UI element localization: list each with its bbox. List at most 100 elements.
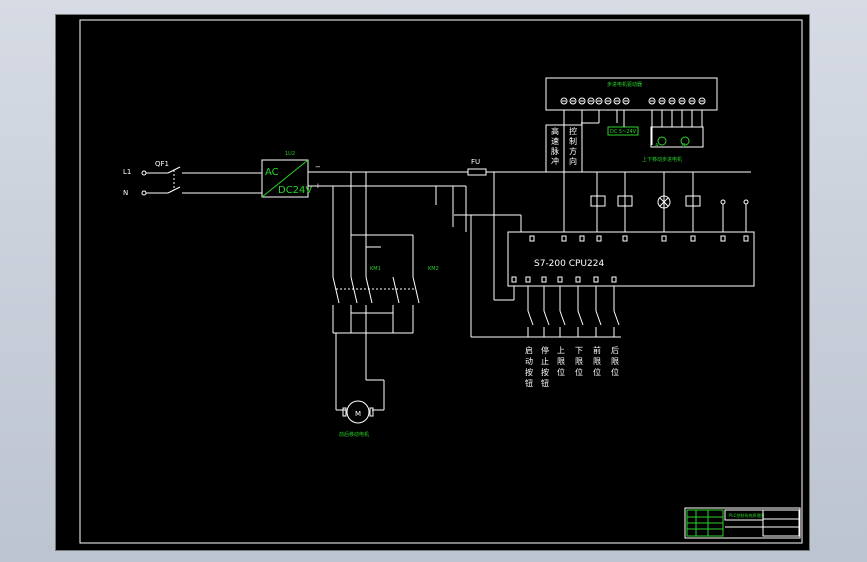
driver-terminal-screw [658, 97, 666, 105]
input-caption-char: 钮 [541, 378, 549, 388]
input-switch-contact [543, 310, 550, 326]
drawing-viewport[interactable]: L1 N QF1 1U2 AC DC24V − + FU [55, 14, 810, 551]
supply-input: L1 N QF1 [123, 160, 262, 197]
plc-input-terminal [525, 276, 531, 283]
input-switches [527, 286, 620, 337]
input-switch-contact [577, 310, 584, 326]
motor-caption: 前后移动电机 [339, 431, 369, 438]
motor-letter: M [355, 410, 361, 418]
input-caption-char: 位 [593, 367, 601, 377]
input-caption-char: 上 [557, 346, 565, 355]
supply-label: L1 [123, 168, 131, 176]
driver-caption: 步进电机驱动器 [607, 81, 642, 88]
input-switch-contact [595, 310, 602, 326]
driver-terminal-screw [569, 97, 577, 105]
input-caption-char: 动 [525, 356, 533, 366]
drawing-name: PLC控制系统原理图 [729, 512, 764, 518]
stepper-caption: 上下移动步进电机 [642, 156, 682, 163]
svg-text:方: 方 [569, 146, 577, 156]
driver-terminal-screw [622, 97, 630, 105]
input-caption-char: 下 [575, 346, 583, 355]
psu-ac-label: AC [265, 167, 279, 178]
pulse-label-column: 高 速 脉 冲 [545, 124, 565, 173]
driver-terminal-screw [688, 97, 696, 105]
input-caption-char: 位 [575, 367, 583, 377]
dc-bus: FU [308, 158, 751, 277]
driver-terminal-screw [595, 97, 603, 105]
svg-text:向: 向 [569, 156, 577, 166]
driver-terminal-screw [560, 97, 568, 105]
plc-input-terminal [611, 276, 617, 283]
svg-text:制: 制 [569, 136, 577, 146]
svg-text:高: 高 [551, 126, 559, 136]
indicator-lamp [657, 195, 671, 209]
input-caption-char: 限 [611, 357, 619, 366]
output-devices [590, 172, 749, 232]
plc-input-terminal [575, 276, 581, 283]
input-caption-char: 位 [557, 367, 565, 377]
motor: M 前后移动电机 [339, 400, 374, 438]
plc-output-terminal [661, 235, 667, 242]
stepper-b: B [682, 143, 686, 149]
driver-terminal-screw [698, 97, 706, 105]
psu-dc-label: DC24V [278, 185, 312, 196]
driver-terminal-screw [587, 97, 595, 105]
driver-terminal-screw [578, 97, 586, 105]
breaker-label: QF1 [155, 160, 169, 168]
plc-input-terminal [541, 276, 547, 283]
fuse-label: FU [471, 158, 480, 166]
input-switch-contact [559, 310, 566, 326]
stepper-a: A [655, 143, 659, 149]
plc-cpu224: S7-200 CPU224 [507, 231, 755, 287]
plc-output-terminal [579, 235, 585, 242]
title-block: PLC控制系统原理图 [684, 507, 801, 539]
svg-text:冲: 冲 [551, 156, 559, 166]
relay-coil-2 [617, 195, 633, 207]
svg-text:控: 控 [569, 126, 577, 136]
input-caption-char: 启 [525, 345, 533, 355]
plc-output-terminal [743, 235, 749, 242]
driver-dc-box [607, 126, 639, 136]
input-switch-contact [527, 310, 534, 326]
contactor-label: KM1 [370, 266, 381, 272]
psu-tag: 1U2 [285, 151, 295, 157]
plc-output-terminal [690, 235, 696, 242]
input-caption-char: 前 [593, 345, 601, 355]
plc-output-terminal [529, 235, 535, 242]
relay-coil-3 [685, 195, 701, 207]
plc-output-terminals [529, 235, 749, 242]
input-switch-contact [613, 310, 620, 326]
schematic-canvas: L1 N QF1 1U2 AC DC24V − + FU [79, 19, 803, 544]
driver-box [545, 77, 718, 111]
input-caption-char: 钮 [525, 378, 533, 388]
input-caption-char: 停 [541, 345, 549, 355]
plc-input-terminal [557, 276, 563, 283]
driver-terminal-screw [613, 97, 621, 105]
psu-minus: − [315, 163, 321, 171]
terminal-l1 [141, 170, 147, 176]
motor-symbol [346, 400, 370, 424]
input-caption-char: 位 [611, 367, 619, 377]
input-caption-char: 限 [575, 357, 583, 366]
plc-title: S7-200 CPU224 [534, 259, 604, 269]
input-caption-char: 止 [541, 356, 549, 366]
terminal-n [141, 190, 147, 196]
plc-output-terminal [596, 235, 602, 242]
input-caption-char: 限 [557, 357, 565, 366]
input-caption-char: 按 [541, 367, 549, 377]
neutral-label: N [123, 189, 128, 197]
driver-dc: DC 5~24V [610, 129, 637, 135]
power-supply: 1U2 AC DC24V − + [261, 151, 321, 198]
fuse [467, 168, 487, 176]
driver-terminal-screw [604, 97, 612, 105]
breaker-contact-2 [167, 186, 181, 194]
relay-coil-1 [590, 195, 606, 207]
psu-box [261, 159, 309, 198]
input-caption-char: 限 [593, 357, 601, 366]
input-caption-char: 按 [525, 367, 533, 377]
svg-text:脉: 脉 [551, 146, 559, 156]
plc-input-terminal [593, 276, 599, 283]
dir-label-column: 控 制 方 向 [563, 124, 583, 173]
plc-output-terminal [561, 235, 567, 242]
